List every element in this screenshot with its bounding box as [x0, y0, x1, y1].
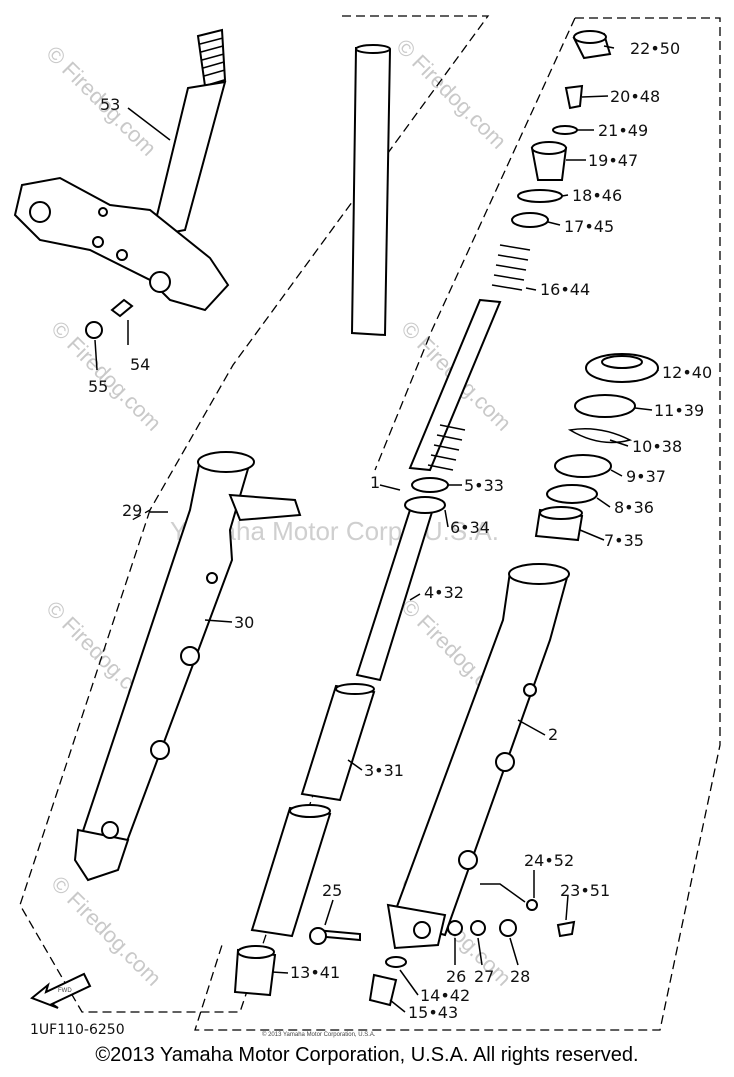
fwd-arrow-icon: FWD: [30, 972, 92, 1009]
label-17: 17•45: [564, 217, 614, 236]
label-8: 8•36: [614, 498, 654, 517]
label-30: 30: [234, 613, 254, 632]
label-4: 4•32: [424, 583, 464, 602]
label-27: 27: [474, 967, 494, 986]
label-54: 54: [130, 355, 150, 374]
watermark-firedog: © Firedog.com: [391, 34, 511, 154]
label-25: 25: [322, 881, 342, 900]
oil-lock-13: [233, 945, 277, 997]
front-fork-exploded-diagram: © Firedog.com © Firedog.com © Firedog.co…: [13, 15, 721, 1038]
bolt-25: [309, 927, 361, 945]
label-1: 1: [370, 473, 380, 492]
label-24: 24•52: [524, 851, 574, 870]
diagram-code: 1UF110-6250: [30, 1022, 125, 1038]
label-15: 15•43: [408, 1003, 458, 1022]
leader-lines: [94, 45, 659, 1013]
watermark-firedog: © Firedog.com: [46, 871, 166, 991]
label-13: 13•41: [290, 963, 340, 982]
washer-10: [567, 428, 633, 444]
label-5: 5•33: [464, 476, 504, 495]
label-10: 10•38: [632, 437, 682, 456]
label-7: 7•35: [604, 531, 644, 550]
valve-20: [564, 84, 584, 110]
cap-55: [85, 321, 103, 339]
bolt-15: [368, 973, 398, 1007]
clip-11: [574, 394, 636, 418]
watermark-firedog: © Firedog.com: [46, 316, 166, 436]
label-53: 53: [100, 95, 120, 114]
label-28: 28: [510, 967, 530, 986]
outer-tube-left: [73, 451, 302, 882]
o-ring-21: [552, 125, 578, 135]
tiny-copyright-note: © 2013 Yamaha Motor Corporation, U.S.A.: [262, 1031, 376, 1038]
label-18: 18•46: [572, 186, 622, 205]
group-outline-right: [194, 17, 721, 1031]
label-14: 14•42: [420, 986, 470, 1005]
outer-tube-right: [386, 563, 570, 950]
fork-spring: [404, 244, 531, 514]
seat-17: [511, 212, 549, 228]
label-20: 20•48: [610, 87, 660, 106]
label-6: 6•34: [450, 518, 490, 537]
o-ring-18: [517, 189, 563, 203]
label-12: 12•40: [662, 363, 712, 382]
fwd-label: FWD: [58, 988, 72, 994]
dust-seal-12: [585, 353, 659, 383]
label-2: 2: [548, 725, 558, 744]
fork-tube-3: [250, 683, 376, 938]
label-19: 19•47: [588, 151, 638, 170]
washer-8: [546, 484, 598, 504]
label-3: 3•31: [364, 761, 404, 780]
label-29: 29: [122, 501, 142, 520]
copyright-footer: ©2013 Yamaha Motor Corporation, U.S.A. A…: [95, 1044, 639, 1066]
group-outline-upper: [131, 15, 490, 521]
cap-bolt-22: [572, 30, 612, 60]
label-26: 26: [446, 967, 466, 986]
drain-parts: [447, 899, 576, 938]
oil-seal-9: [554, 454, 612, 478]
label-23: 23•51: [560, 881, 610, 900]
label-9: 9•37: [626, 467, 666, 486]
group-outline-right-inner: [374, 17, 576, 471]
label-11: 11•39: [654, 401, 704, 420]
damper-rod: [350, 44, 434, 682]
slide-metal-7: [534, 506, 584, 542]
label-22: 22•50: [630, 39, 680, 58]
group-outline-left: [19, 509, 346, 1013]
steering-stem: [13, 28, 230, 312]
washer-14: [385, 956, 407, 968]
label-16: 16•44: [540, 280, 590, 299]
label-21: 21•49: [598, 121, 648, 140]
cap-19: [530, 141, 568, 181]
bolt-54: [110, 298, 134, 318]
label-55: 55: [88, 377, 108, 396]
callout-labels: 53 54 55 29 30 1 2 22•50 20•48 21•49 19•…: [30, 39, 712, 1038]
